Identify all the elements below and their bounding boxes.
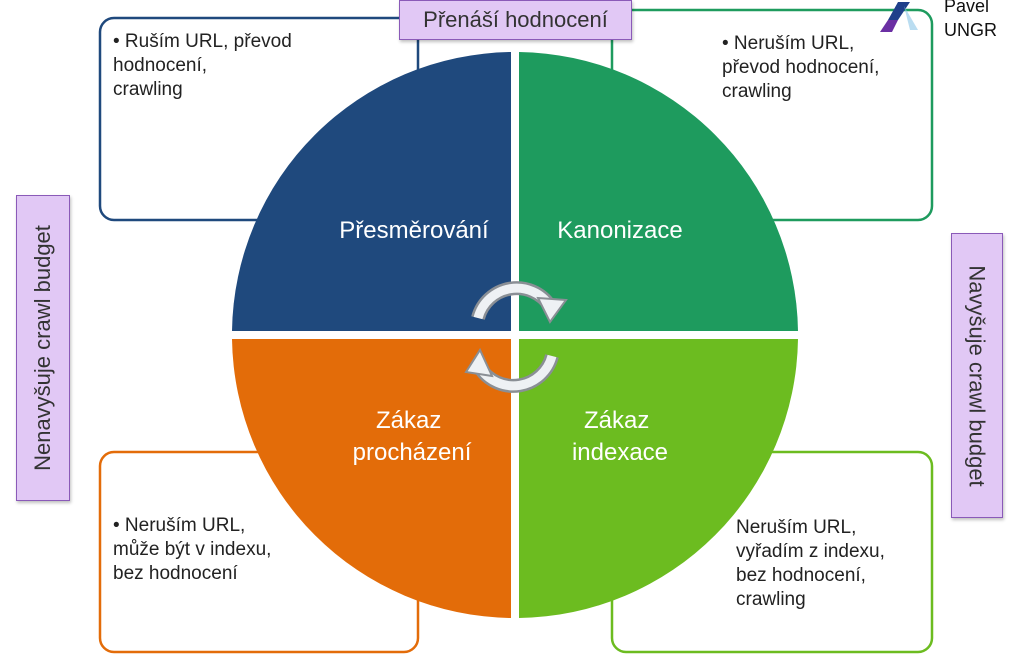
quadrant-label-tl: Přesměrování <box>339 217 489 244</box>
quadrant-tr <box>519 52 798 331</box>
quadrant-br <box>519 339 798 618</box>
quadrant-label-br-line2: indexace <box>572 439 668 466</box>
quadrant-label-bl-line2: procházení <box>353 439 472 466</box>
quadrant-bl <box>232 339 511 618</box>
quadrant-tl <box>232 52 511 331</box>
box-text-tl: • Ruším URL, převod hodnocení, crawling <box>113 31 292 100</box>
quadrant-label-br-line1: Zákaz <box>584 407 649 434</box>
top-label-text: Přenáší hodnocení <box>423 7 608 32</box>
left-label: Nenavyšuje crawl budget <box>16 195 70 501</box>
right-label: Navyšuje crawl budget <box>951 233 1003 518</box>
logo-text: Pavel UNGR <box>944 0 997 40</box>
box-text-bl: • Neruším URL, může být v indexu, bez ho… <box>113 515 272 584</box>
quadrant-label-tr: Kanonizace <box>557 217 682 244</box>
box-text-tr: • Neruším URL, převod hodnocení, crawlin… <box>722 33 880 102</box>
logo-icon <box>880 2 918 32</box>
cycle-arrows-icon <box>464 281 568 393</box>
box-text-br: Neruším URL, vyřadím z indexu, bez hodno… <box>736 517 885 610</box>
top-label: Přenáší hodnocení <box>399 0 632 40</box>
right-label-text: Navyšuje crawl budget <box>965 264 990 487</box>
quadrant-label-bl-line1: Zákaz <box>376 407 441 434</box>
left-label-text: Nenavyšuje crawl budget <box>30 225 55 471</box>
quadrant-label-bl: Zákaz procházení <box>353 407 472 466</box>
quadrant-label-br: Zákaz indexace <box>572 407 668 466</box>
